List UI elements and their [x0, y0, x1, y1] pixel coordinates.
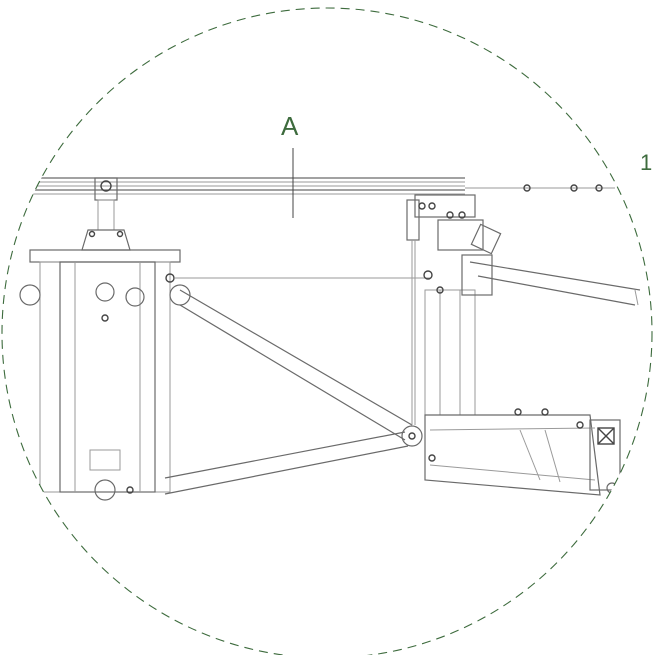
- callout-label-edge-number: 1: [640, 150, 653, 175]
- arm-struts: [164, 277, 430, 495]
- head-assembly: [414, 194, 502, 296]
- trolley-hanger: [81, 177, 131, 251]
- callout-label-a: A: [281, 111, 299, 141]
- upper-chute: [469, 261, 641, 306]
- left-column: [19, 249, 191, 501]
- drawing-content: [19, 148, 641, 501]
- detail-circle: [1, 7, 653, 655]
- lower-tray: [424, 408, 621, 496]
- overhead-rail: [30, 177, 615, 195]
- vertical-cylinder: [406, 199, 476, 425]
